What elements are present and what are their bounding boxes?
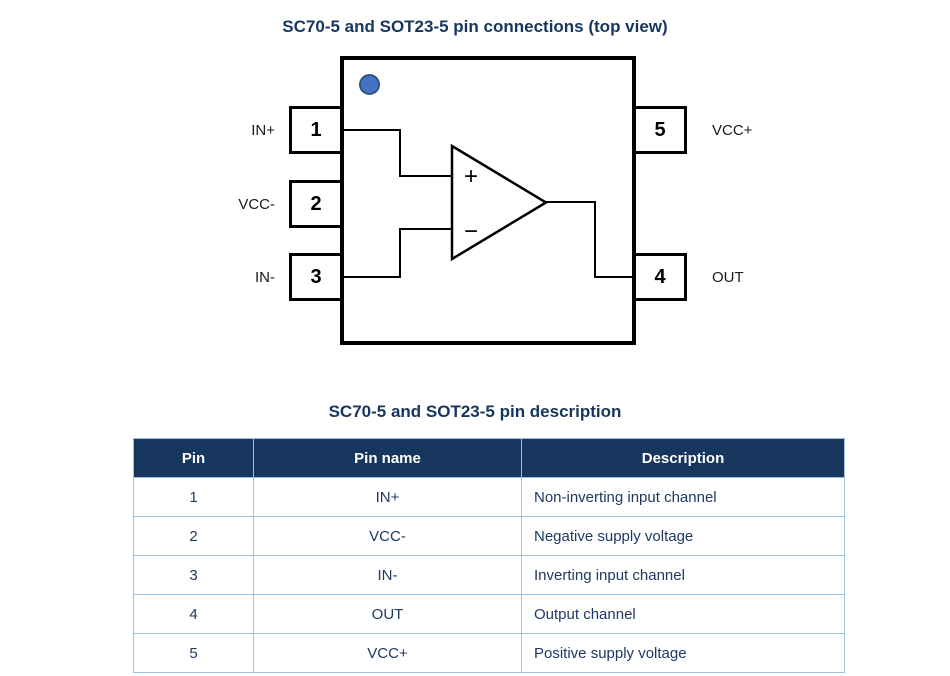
cell-description: Positive supply voltage xyxy=(521,633,845,673)
cell-pin-name: VCC+ xyxy=(253,633,522,673)
pin-number-5: 5 xyxy=(654,118,666,141)
pin-number-4: 4 xyxy=(654,265,666,288)
table-row: 5 VCC+ Positive supply voltage xyxy=(133,633,845,673)
cell-description: Inverting input channel xyxy=(521,555,845,595)
table-row: 4 OUT Output channel xyxy=(133,594,845,634)
pin-label-vcc-plus: VCC+ xyxy=(712,121,753,139)
table-row: 2 VCC- Negative supply voltage xyxy=(133,516,845,556)
pin-box-2: 2 xyxy=(289,180,343,228)
pin-label-out: OUT xyxy=(712,268,744,286)
cell-pin-name: IN- xyxy=(253,555,522,595)
pin-number-1: 1 xyxy=(310,118,322,141)
pin-number-3: 3 xyxy=(310,265,322,288)
pin1-indicator-dot xyxy=(359,74,380,95)
cell-pin-name: IN+ xyxy=(253,477,522,517)
pin-box-3: 3 xyxy=(289,253,343,301)
table-header-pin: Pin xyxy=(133,438,254,478)
cell-pin: 4 xyxy=(133,594,254,634)
pin-number-2: 2 xyxy=(310,192,322,215)
table-row: 1 IN+ Non-inverting input channel xyxy=(133,477,845,517)
cell-pin: 1 xyxy=(133,477,254,517)
pin-box-4: 4 xyxy=(633,253,687,301)
table-header-pin-name: Pin name xyxy=(253,438,522,478)
cell-pin: 5 xyxy=(133,633,254,673)
pin-label-in-plus: IN+ xyxy=(251,121,275,139)
table-header-row: Pin Pin name Description xyxy=(133,438,845,478)
pin-label-vcc-minus: VCC- xyxy=(238,195,275,213)
cell-description: Non-inverting input channel xyxy=(521,477,845,517)
table-title: SC70-5 and SOT23-5 pin description xyxy=(328,402,622,421)
table-header-description: Description xyxy=(521,438,845,478)
cell-pin-name: VCC- xyxy=(253,516,522,556)
package-outline xyxy=(340,56,636,345)
cell-pin: 2 xyxy=(133,516,254,556)
pin-label-in-minus: IN- xyxy=(255,268,275,286)
cell-pin-name: OUT xyxy=(253,594,522,634)
cell-pin: 3 xyxy=(133,555,254,595)
pin-box-5: 5 xyxy=(633,106,687,154)
pin-description-table: Pin Pin name Description 1 IN+ Non-inver… xyxy=(133,438,845,673)
cell-description: Negative supply voltage xyxy=(521,516,845,556)
table-row: 3 IN- Inverting input channel xyxy=(133,555,845,595)
diagram-title: SC70-5 and SOT23-5 pin connections (top … xyxy=(282,17,668,36)
pin-box-1: 1 xyxy=(289,106,343,154)
cell-description: Output channel xyxy=(521,594,845,634)
